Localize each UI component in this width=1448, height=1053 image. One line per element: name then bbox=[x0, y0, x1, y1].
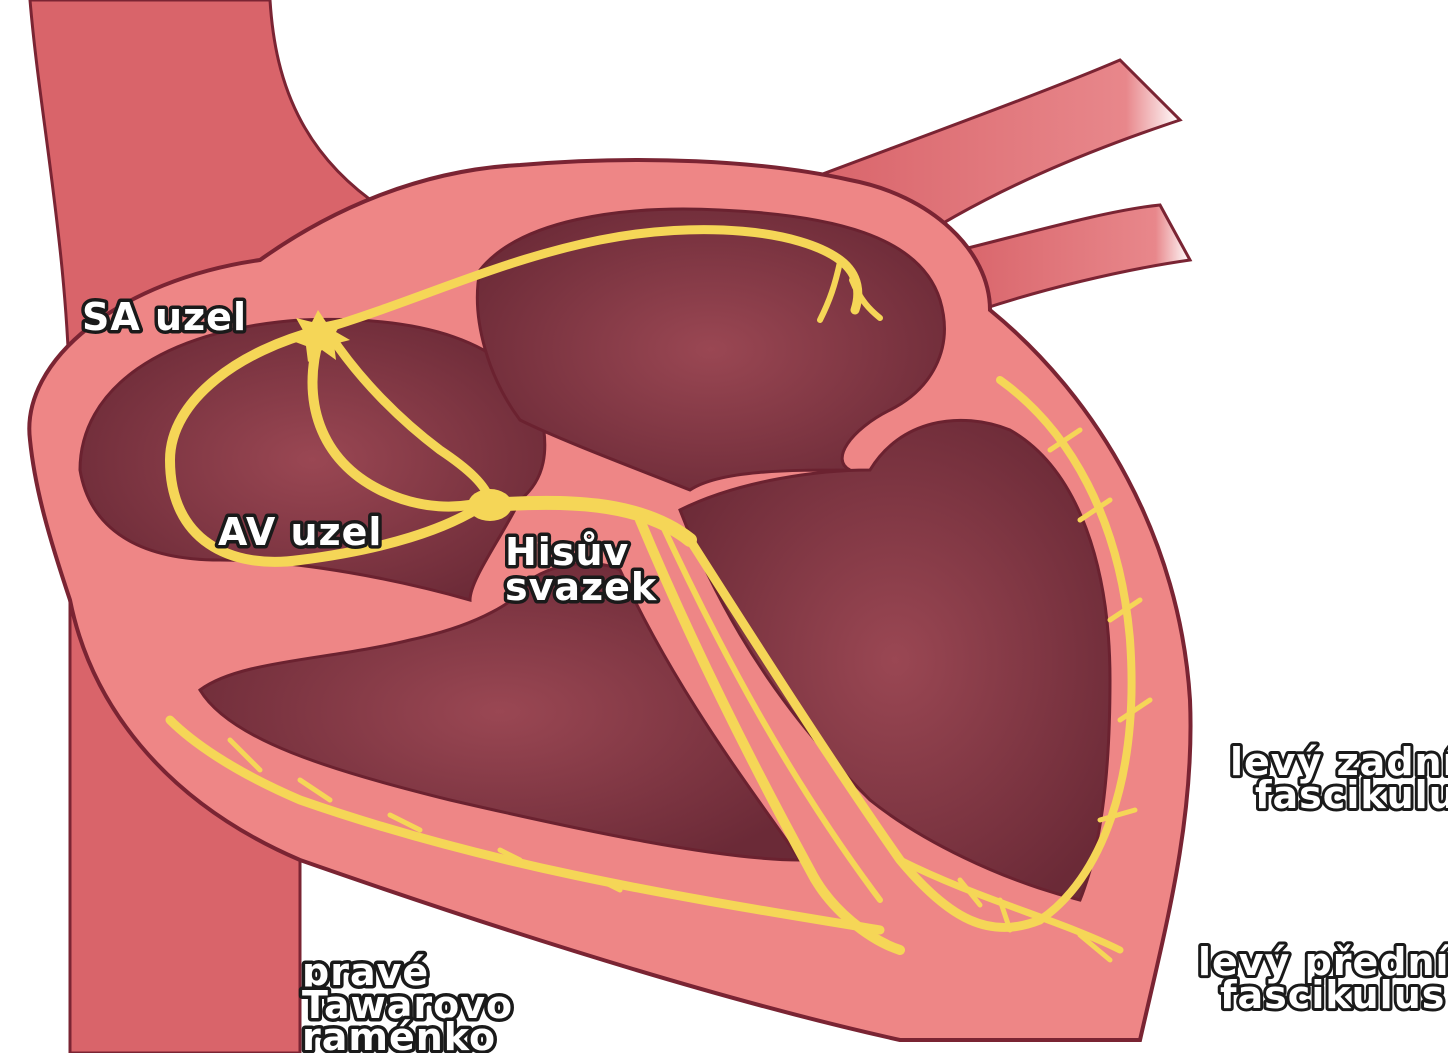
left-anterior-fascicle-label-line2: fascikulus bbox=[1220, 973, 1445, 1017]
left-posterior-fascicle-label-line2: fascikulus bbox=[1255, 773, 1448, 817]
right-bundle-label-line3: raménko bbox=[302, 1015, 496, 1053]
av-node bbox=[468, 489, 512, 521]
av-node-label: AV uzel bbox=[218, 510, 382, 554]
pulmonary-vessel-lower bbox=[960, 205, 1190, 310]
sa-node-label: SA uzel bbox=[82, 295, 247, 339]
his-bundle-label-line2: svazek bbox=[505, 565, 657, 609]
